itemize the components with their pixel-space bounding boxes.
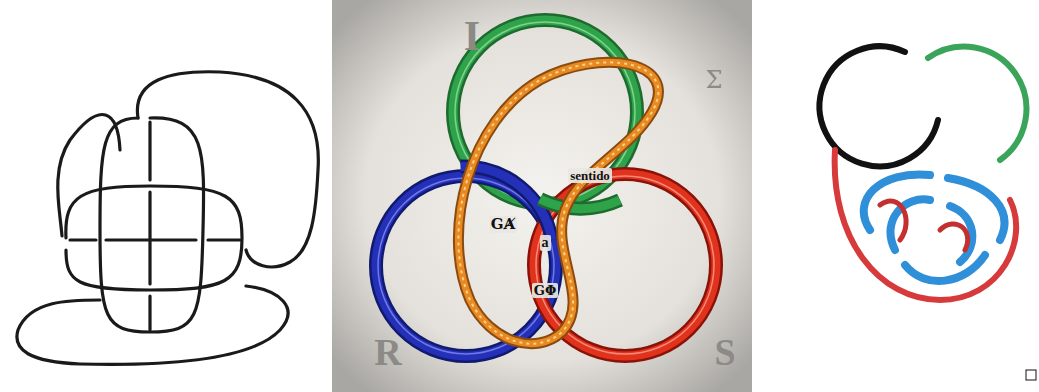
ring-letter: S xyxy=(714,333,735,371)
orange-rope xyxy=(458,62,658,343)
green-over xyxy=(540,199,620,209)
horizontal-loop xyxy=(66,186,242,290)
region-label: GȺ xyxy=(489,216,517,233)
vertical-loop xyxy=(100,118,204,332)
vertical-bar xyxy=(148,122,151,330)
horizontal-bar xyxy=(70,238,240,241)
region-label: sentido xyxy=(568,168,612,183)
ring-letter: I xyxy=(464,15,480,57)
photo-ground xyxy=(332,0,752,392)
region-label: a xyxy=(540,235,551,251)
left-arc xyxy=(58,115,120,236)
borromean-rings xyxy=(376,20,716,356)
lower-loop xyxy=(17,286,288,364)
ring-letter: Σ xyxy=(706,68,723,92)
blue-strand xyxy=(864,174,1005,281)
ring-letter: R xyxy=(374,333,401,371)
green-strand xyxy=(928,47,1026,160)
small-square xyxy=(1026,370,1036,380)
black-knot xyxy=(17,72,318,365)
colored-knot xyxy=(820,46,1027,300)
region-label: GΦ xyxy=(532,283,558,298)
red-strand xyxy=(835,150,1017,300)
outer-loop xyxy=(137,72,318,267)
